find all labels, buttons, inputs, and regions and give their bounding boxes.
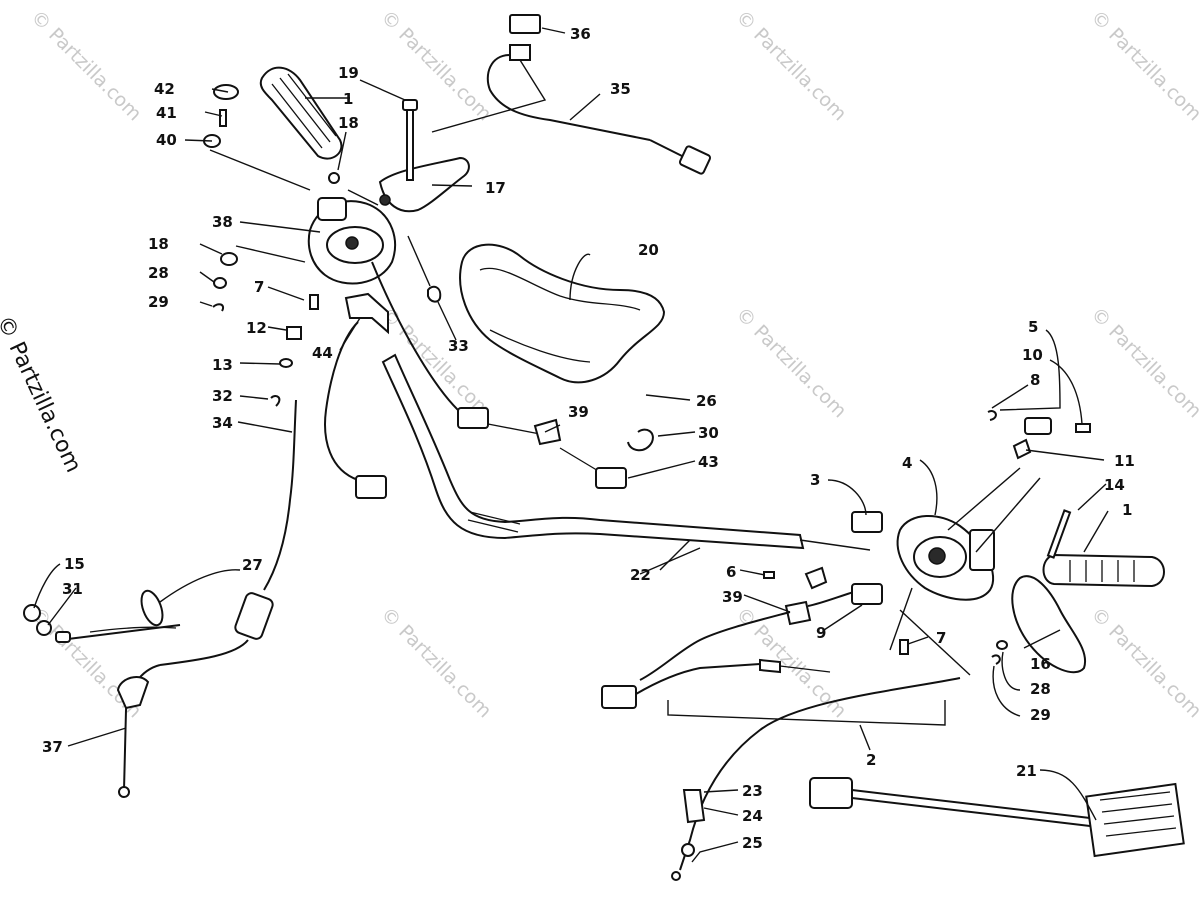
callout-40: 40	[156, 131, 177, 149]
callouts: 1 1 2 3 4 5 6 7 7 8 9 10 11 12 13 14 15 …	[42, 25, 1135, 852]
callout-36: 36	[570, 25, 591, 43]
callout-44: 44	[312, 344, 333, 362]
callout-1-right: 1	[1122, 501, 1132, 519]
callout-39-left: 39	[568, 403, 589, 421]
callout-29-right: 29	[1030, 706, 1051, 724]
callout-33: 33	[448, 337, 469, 355]
callout-8: 8	[1030, 371, 1040, 389]
callout-1-left: 1	[343, 90, 353, 108]
heater-element-21	[809, 777, 1185, 858]
leader-lines	[33, 27, 1109, 863]
watermark: © Partzilla.com	[1086, 303, 1200, 422]
callout-4: 4	[902, 454, 912, 472]
callout-7-left: 7	[254, 278, 264, 296]
callout-37: 37	[42, 738, 63, 756]
handlebar	[381, 353, 805, 550]
callout-23: 23	[742, 782, 763, 800]
bolt-14	[1046, 509, 1072, 559]
callout-22: 22	[630, 566, 651, 584]
right-hardware	[763, 410, 1091, 665]
left-switch-wire	[324, 261, 654, 499]
callout-7-right: 7	[936, 629, 946, 647]
callout-13: 13	[212, 356, 233, 374]
callout-31: 31	[62, 580, 83, 598]
left-housing-38	[307, 197, 396, 285]
callout-12: 12	[246, 319, 267, 337]
callout-42: 42	[154, 80, 175, 98]
watermark: © Partzilla.com	[376, 603, 495, 722]
callout-15: 15	[64, 555, 85, 573]
callout-19: 19	[338, 64, 359, 82]
watermark: © Partzilla.com	[731, 303, 850, 422]
callout-38: 38	[212, 213, 233, 231]
watermark: © Partzilla.com	[26, 6, 145, 125]
callout-2: 2	[866, 751, 876, 769]
callout-28-left: 28	[148, 264, 169, 282]
callout-16: 16	[1030, 655, 1051, 673]
callout-20: 20	[638, 241, 659, 259]
callout-24: 24	[742, 807, 763, 825]
right-lever-16	[1011, 575, 1087, 674]
left-bracket-44	[344, 292, 389, 335]
left-pod-cover-20	[459, 243, 666, 384]
callout-3: 3	[810, 471, 820, 489]
throttle-cable-34	[116, 399, 297, 798]
callout-14: 14	[1104, 476, 1125, 494]
right-switch-wiring	[601, 583, 883, 709]
right-grip	[1042, 553, 1165, 588]
left-grip	[259, 66, 343, 160]
callout-17: 17	[485, 179, 506, 197]
callout-35: 35	[610, 80, 631, 98]
callout-41: 41	[156, 104, 177, 122]
callout-11: 11	[1114, 452, 1135, 470]
callout-26: 26	[696, 392, 717, 410]
small-hardware-left	[203, 84, 442, 407]
left-lever-bracket-17	[378, 156, 470, 213]
callout-32: 32	[212, 387, 233, 405]
callout-21: 21	[1016, 762, 1037, 780]
callout-27: 27	[242, 556, 263, 574]
callout-5: 5	[1028, 318, 1038, 336]
right-brake-cable	[671, 677, 961, 881]
watermark: © Partzilla.com	[1086, 6, 1200, 125]
callout-6: 6	[726, 563, 736, 581]
callout-30: 30	[698, 424, 719, 442]
top-wiring	[486, 14, 712, 175]
callout-18-top: 18	[338, 114, 359, 132]
callout-39-right: 39	[722, 588, 743, 606]
right-housing-4	[896, 514, 995, 601]
callout-25: 25	[742, 834, 763, 852]
callout-43: 43	[698, 453, 719, 471]
callout-9: 9	[816, 624, 826, 642]
callout-28-right: 28	[1030, 680, 1051, 698]
callout-10: 10	[1022, 346, 1043, 364]
watermark: © Partzilla.com	[376, 6, 495, 125]
watermark: © Partzilla.com	[1086, 603, 1200, 722]
throttle-assembly-27	[23, 589, 181, 643]
callout-34: 34	[212, 414, 233, 432]
callout-18-mid: 18	[148, 235, 169, 253]
watermark: © Partzilla.com	[731, 6, 850, 125]
bolt-19	[402, 99, 418, 181]
callout-29-left: 29	[148, 293, 169, 311]
